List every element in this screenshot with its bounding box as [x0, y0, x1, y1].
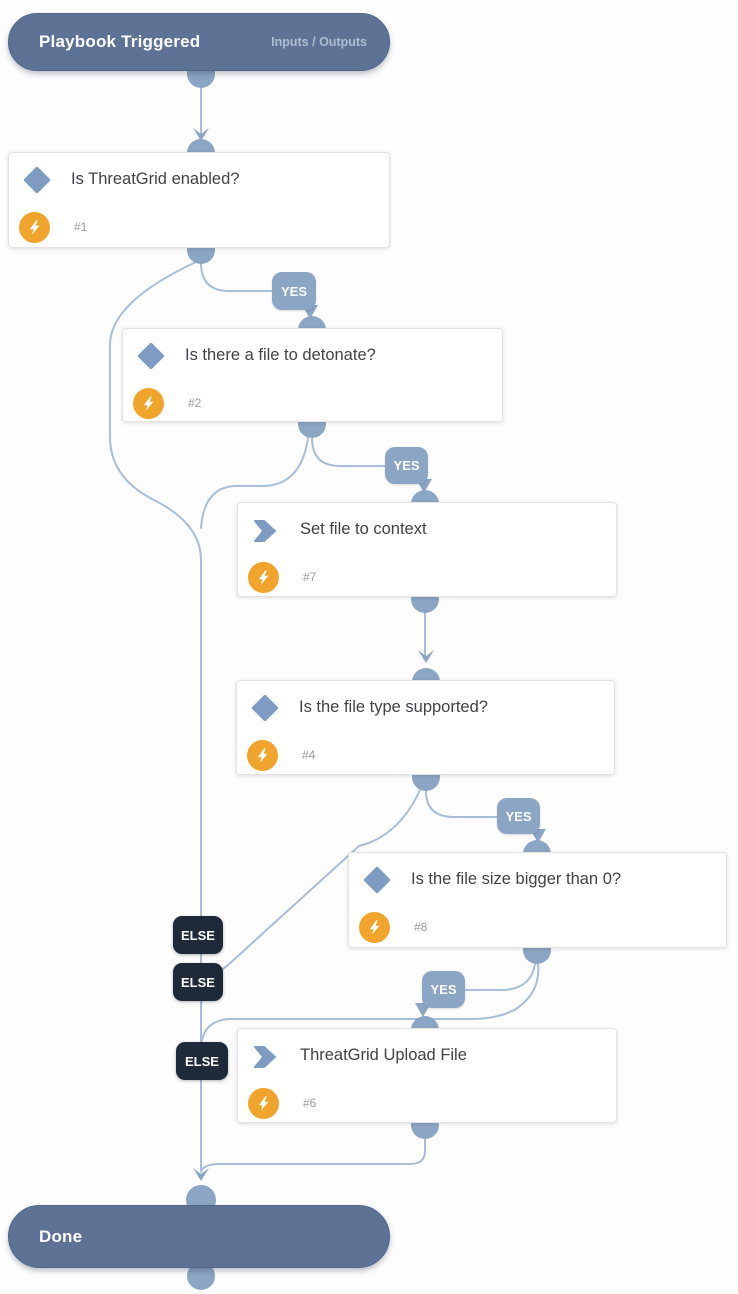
lightning-bolt-icon	[19, 212, 50, 243]
trigger-title: Playbook Triggered	[39, 32, 201, 51]
lightning-bolt-icon	[248, 1088, 279, 1119]
done-node[interactable]: Done	[8, 1205, 390, 1268]
lightning-bolt-icon	[248, 562, 279, 593]
task-title: Is the file size bigger than 0?	[411, 870, 622, 888]
task-node-8[interactable]: Is the file size bigger than 0? #8	[348, 852, 727, 948]
task-title: Is there a file to detonate?	[185, 346, 376, 364]
inputs-outputs-link[interactable]: Inputs / Outputs	[271, 35, 367, 49]
edge-label-else-1: ELSE	[173, 916, 223, 954]
task-title: Is ThreatGrid enabled?	[71, 170, 240, 188]
task-id: #7	[303, 570, 317, 584]
diamond-icon	[24, 167, 50, 193]
task-id: #1	[74, 220, 88, 234]
lightning-bolt-icon	[247, 740, 278, 771]
edge-label-yes-2: YES	[385, 447, 428, 484]
edge-label-else-3: ELSE	[176, 1042, 228, 1080]
task-id: #2	[188, 396, 202, 410]
task-id: #6	[303, 1096, 317, 1110]
chevron-right-icon	[254, 520, 276, 542]
task-title: Is the file type supported?	[299, 698, 488, 716]
task-node-6[interactable]: ThreatGrid Upload File #6	[237, 1028, 617, 1123]
task-title: ThreatGrid Upload File	[300, 1046, 467, 1064]
task-node-4[interactable]: Is the file type supported? #4	[236, 680, 615, 775]
edge-label-yes-4: YES	[422, 971, 465, 1008]
chevron-right-icon	[254, 1046, 276, 1068]
lightning-bolt-icon	[359, 912, 390, 943]
task-title: Set file to context	[300, 520, 427, 538]
edge-label-yes-1: YES	[272, 272, 316, 310]
diamond-icon	[138, 343, 164, 369]
task-node-2[interactable]: Is there a file to detonate? #2	[122, 328, 503, 422]
playbook-trigger-node[interactable]: Playbook Triggered Inputs / Outputs	[8, 13, 390, 71]
task-node-1[interactable]: Is ThreatGrid enabled? #1	[8, 152, 390, 248]
edge-label-else-2: ELSE	[173, 963, 223, 1001]
edge-label-yes-3: YES	[497, 798, 540, 834]
task-id: #8	[414, 920, 428, 934]
lightning-bolt-icon	[133, 388, 164, 419]
task-id: #4	[302, 748, 316, 762]
done-title: Done	[39, 1226, 83, 1246]
task-node-7[interactable]: Set file to context #7	[237, 502, 617, 597]
diamond-icon	[364, 867, 390, 893]
diamond-icon	[252, 695, 278, 721]
